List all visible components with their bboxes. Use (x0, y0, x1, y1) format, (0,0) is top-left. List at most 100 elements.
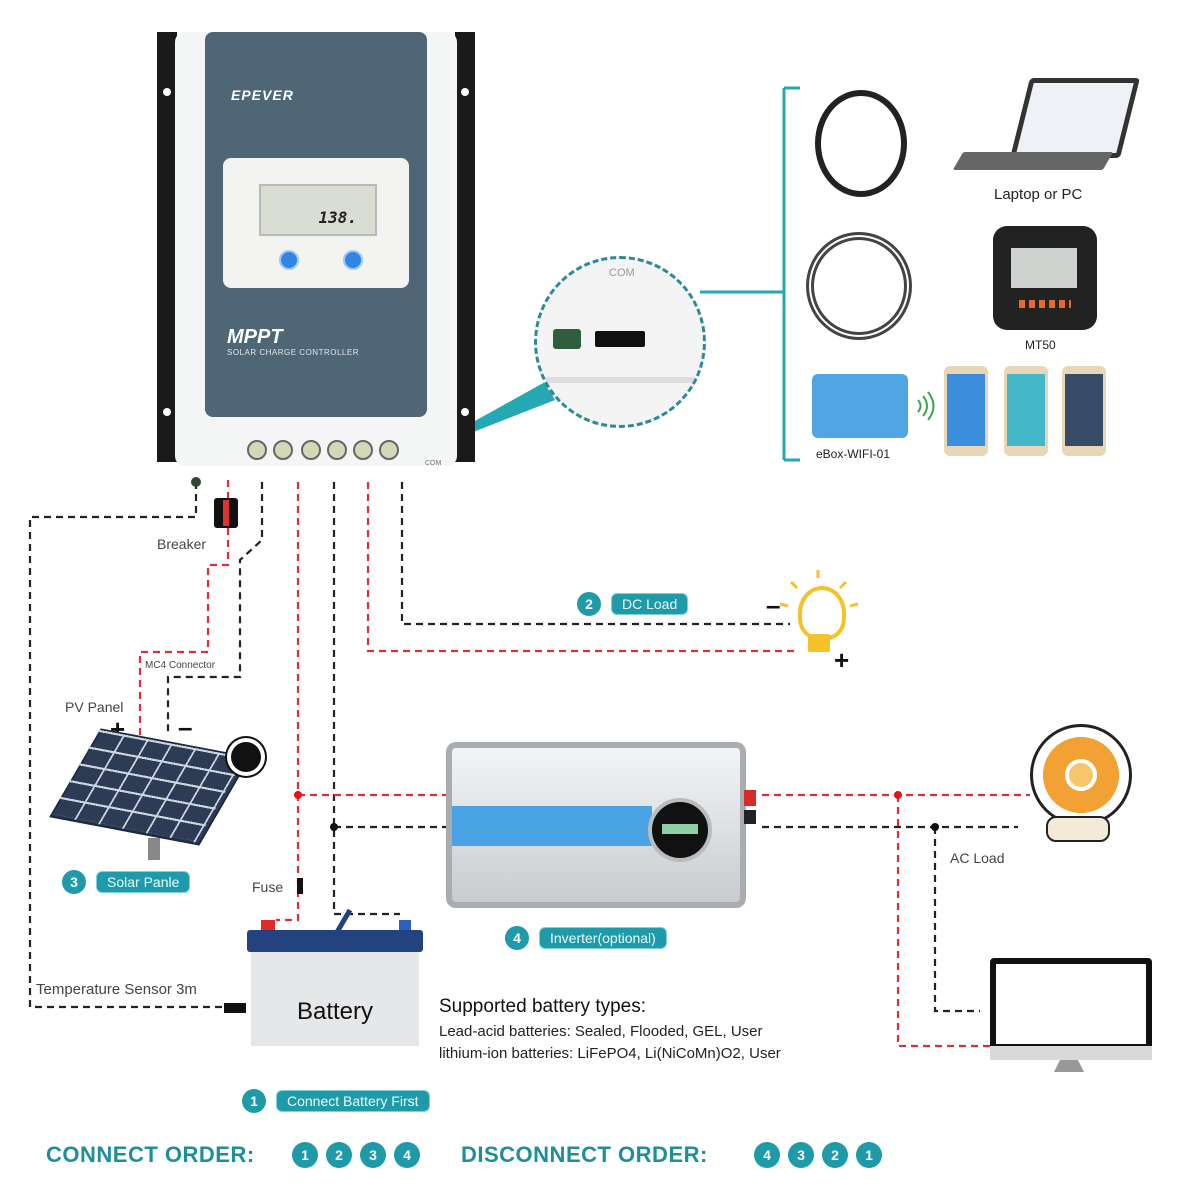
lcd-reading: 138. (318, 208, 357, 227)
com-port-zoom-callout: COM (534, 256, 706, 428)
disconnect-order-label: DISCONNECT ORDER: (461, 1142, 708, 1167)
inverter-negative-terminal (744, 810, 756, 824)
step-label: Inverter(optional) (539, 927, 667, 949)
order-step: 1 (292, 1142, 318, 1168)
smartphone-app-icon (1004, 366, 1048, 456)
laptop-label: Laptop or PC (994, 186, 1083, 203)
mount-hole (163, 408, 171, 416)
pv-negative-sign: – (178, 712, 193, 742)
housing-edge (537, 377, 703, 383)
rj45-port[interactable] (595, 331, 645, 347)
supported-heading: Supported battery types: (439, 996, 647, 1017)
step-number: 2 (577, 592, 601, 616)
breaker-label: Breaker (157, 536, 207, 552)
battery-positive-wire (276, 482, 300, 922)
battery-lid (247, 930, 423, 952)
dc-load-positive-sign: + (834, 645, 850, 675)
disconnect-order-sequence: 4 3 2 1 (754, 1142, 882, 1168)
connect-order-sequence: 1 2 3 4 (292, 1142, 420, 1168)
solar-panel-pole (148, 838, 160, 860)
step-number: 3 (62, 870, 86, 894)
usb-cable-icon (815, 90, 907, 197)
battery-negative-terminal (399, 920, 411, 932)
temperature-sensor-probe (224, 1003, 246, 1013)
model-subtitle: SOLAR CHARGE CONTROLLER (227, 348, 359, 357)
junction-dot (330, 823, 338, 831)
monitor-icon (990, 958, 1152, 1050)
solar-charge-controller: EPEVER 138. MPPT SOLAR CHARGE CONTROLLER… (157, 32, 475, 467)
display-panel: 138. (223, 158, 409, 288)
junction-dot (931, 823, 939, 831)
controller-body: EPEVER 138. MPPT SOLAR CHARGE CONTROLLER… (175, 32, 457, 467)
model-title: MPPT (227, 326, 283, 348)
battery-positive-terminal (261, 920, 275, 932)
order-step: 3 (360, 1142, 386, 1168)
dc-load-positive-wire (366, 482, 798, 653)
load-positive-terminal (353, 440, 373, 460)
inverter (446, 742, 756, 908)
battery-label: Battery (296, 998, 374, 1025)
load-negative-terminal (379, 440, 399, 460)
battery-positive-terminal (301, 440, 321, 460)
ac-line-monitor-wire (896, 795, 990, 1048)
order-step: 4 (754, 1142, 780, 1168)
mt50-remote-meter (993, 226, 1097, 330)
order-step: 4 (394, 1142, 420, 1168)
order-step: 3 (788, 1142, 814, 1168)
mount-hole (163, 88, 171, 96)
order-step: 2 (326, 1142, 352, 1168)
communication-cable-icon (806, 232, 912, 340)
step-label: DC Load (611, 593, 689, 615)
battery-case (251, 952, 419, 1046)
junction-dot (294, 791, 302, 799)
lead-acid-types: Lead-acid batteries: Sealed, Flooded, GE… (439, 1023, 763, 1040)
ac-neutral-monitor-wire (933, 827, 980, 1013)
mt50-label: MT50 (1025, 338, 1056, 352)
mount-hole (461, 408, 469, 416)
monitor-chin (990, 1046, 1152, 1060)
smartphone-app-icon (1062, 366, 1106, 456)
ebox-label: eBox-WIFI-01 (816, 447, 891, 461)
step-number: 1 (242, 1089, 266, 1113)
step-1-badge: 1 Connect Battery First (242, 1089, 430, 1113)
wifi-signal-icon (917, 391, 935, 421)
order-step: 1 (856, 1142, 882, 1168)
fuse-label: Fuse (252, 879, 284, 895)
fan-icon (1030, 724, 1132, 826)
pv-panel-label: PV Panel (65, 699, 124, 715)
fan-base (1046, 816, 1110, 842)
bulb-base (808, 634, 830, 652)
sun-icon (231, 742, 261, 772)
inverter-positive-terminal (744, 790, 756, 806)
ac-load-label: AC Load (950, 850, 1005, 866)
inverter-display (648, 798, 712, 862)
step-4-badge: 4 Inverter(optional) (505, 926, 667, 950)
controller-faceplate: EPEVER 138. MPPT SOLAR CHARGE CONTROLLER (205, 32, 427, 417)
junction-dot (894, 791, 902, 799)
callout-connector (700, 86, 800, 462)
dc-load-negative-wire (400, 482, 790, 626)
enter-button[interactable] (343, 250, 363, 270)
mount-bracket-right (455, 32, 475, 462)
mount-bracket-left (157, 32, 177, 462)
step-3-badge: 3 Solar Panle (62, 870, 191, 894)
smartphone-app-icon (944, 366, 988, 456)
connect-order-label: CONNECT ORDER: (46, 1142, 255, 1167)
breaker-icon (214, 498, 238, 528)
step-2-badge: 2 DC Load (577, 592, 689, 616)
temp-sensor-plug (191, 477, 201, 487)
bulb-rays (779, 570, 859, 608)
monitor-stand (1054, 1060, 1084, 1072)
mount-hole (461, 88, 469, 96)
fuse-icon (297, 878, 303, 894)
select-button[interactable] (279, 250, 299, 270)
order-step: 2 (822, 1142, 848, 1168)
status-led (553, 329, 581, 349)
laptop-icon (1010, 78, 1140, 158)
inverter-stripe (452, 806, 652, 846)
lcd-screen: 138. (259, 184, 377, 236)
callout-com-label: COM (609, 267, 635, 279)
step-label: Connect Battery First (276, 1090, 430, 1112)
com-port-label: COM (425, 460, 442, 467)
